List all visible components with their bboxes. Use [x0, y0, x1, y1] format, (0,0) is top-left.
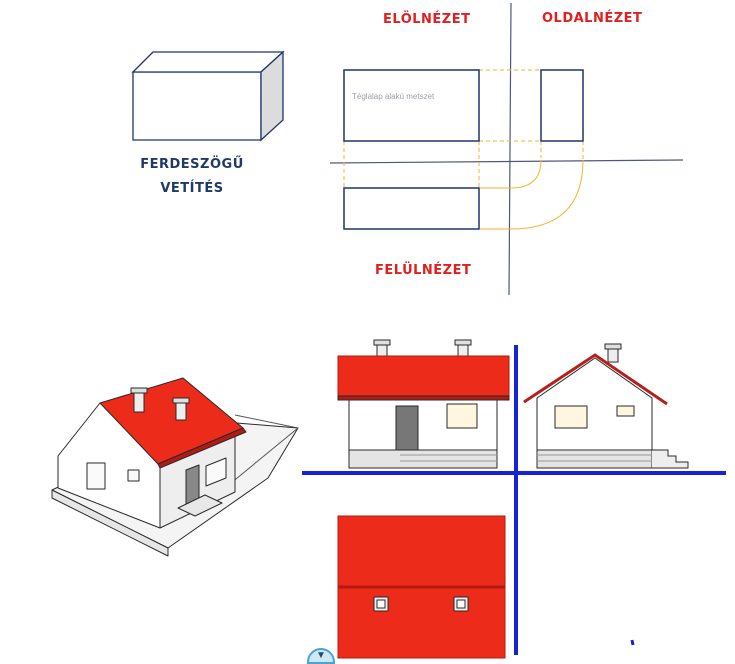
top-view-label: FELÜLNÉZET: [375, 263, 472, 278]
horizontal-axis: [329, 159, 684, 164]
top-view-rect: [343, 187, 480, 230]
oblique-label-line2: VETÍTÉS: [160, 181, 224, 196]
front-view-label: ELÖLNÉZET: [383, 12, 471, 27]
house-side-elevation: [523, 343, 689, 469]
tooltip-text: Téglalap alakú metszet: [352, 92, 435, 101]
oblique-box: [131, 50, 285, 142]
front-view-rect: [343, 69, 480, 142]
oblique-projection-label: FERDESZÖGŰ VETÍTÉS: [132, 153, 252, 201]
house-top-plan: [337, 515, 506, 659]
oblique-label-line1: FERDESZÖGŰ: [140, 157, 244, 172]
house-front-elevation: [337, 339, 510, 469]
projection-arcs: [480, 159, 584, 230]
stray-mark: [630, 639, 635, 646]
side-view-rect: [540, 69, 584, 142]
expand-down-icon: ▼: [316, 650, 326, 661]
projection-guides: [343, 69, 584, 188]
side-view-label: OLDALNÉZET: [542, 11, 643, 26]
vertical-axis: [508, 2, 512, 296]
house-perspective: [51, 377, 299, 557]
